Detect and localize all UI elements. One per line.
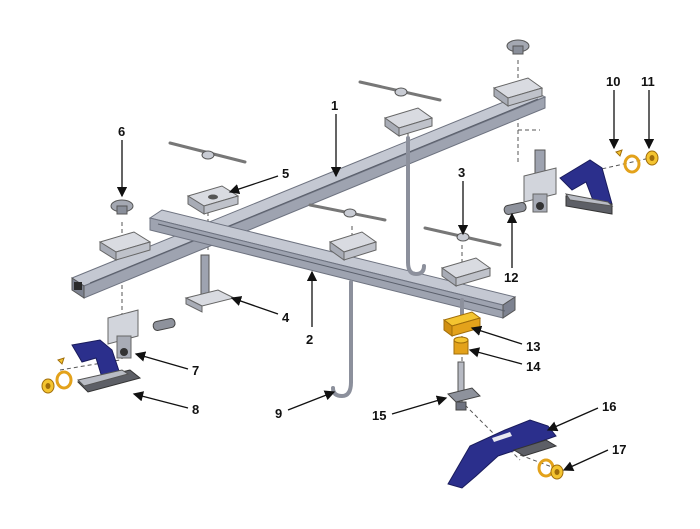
bracket-pin-left bbox=[107, 309, 176, 359]
callout-16: 16 bbox=[602, 399, 616, 414]
rubber-foot-clamp-left bbox=[71, 339, 142, 393]
callout-17: 17 bbox=[612, 442, 626, 457]
rubber-foot-clamp-right bbox=[559, 159, 614, 215]
callout-13: 13 bbox=[526, 339, 540, 354]
callout-14: 14 bbox=[526, 359, 541, 374]
callout-8: 8 bbox=[192, 402, 199, 417]
callout-11: 11 bbox=[641, 74, 655, 89]
clamp-block-3 bbox=[440, 257, 492, 287]
brass-bracket bbox=[442, 311, 482, 337]
clamp-block-mid bbox=[328, 231, 378, 261]
star-knob-left bbox=[110, 199, 134, 215]
threaded-stud bbox=[447, 361, 481, 411]
callout-4: 4 bbox=[282, 310, 290, 325]
clamp-block-top bbox=[383, 107, 434, 137]
callout-1: 1 bbox=[331, 98, 338, 113]
callout-7: 7 bbox=[192, 363, 199, 378]
brass-nut-left bbox=[41, 357, 73, 394]
rail-cross bbox=[148, 209, 517, 319]
t-knob-hubs bbox=[201, 87, 470, 242]
callout-3: 3 bbox=[458, 165, 465, 180]
callout-labels: 1 2 3 4 5 6 7 8 9 10 11 12 13 14 15 16 1… bbox=[118, 74, 655, 457]
bracket-pin-right bbox=[503, 149, 557, 215]
base-nut bbox=[537, 458, 564, 480]
callout-9: 9 bbox=[275, 406, 282, 421]
callout-2: 2 bbox=[306, 332, 313, 347]
base-clamp bbox=[447, 419, 558, 489]
clamp-block-left bbox=[98, 231, 152, 261]
star-knob-right bbox=[506, 39, 530, 55]
callout-15: 15 bbox=[372, 408, 386, 423]
callout-5: 5 bbox=[282, 166, 289, 181]
callout-10: 10 bbox=[606, 74, 620, 89]
leader-lines bbox=[116, 90, 655, 471]
brass-collar bbox=[453, 336, 469, 355]
clamp-block-right bbox=[492, 77, 544, 107]
callout-6: 6 bbox=[118, 124, 125, 139]
brass-nut-right bbox=[615, 149, 659, 174]
callout-12: 12 bbox=[504, 270, 518, 285]
t-bolt-clamp bbox=[184, 254, 236, 313]
clamp-block-5 bbox=[186, 185, 240, 215]
